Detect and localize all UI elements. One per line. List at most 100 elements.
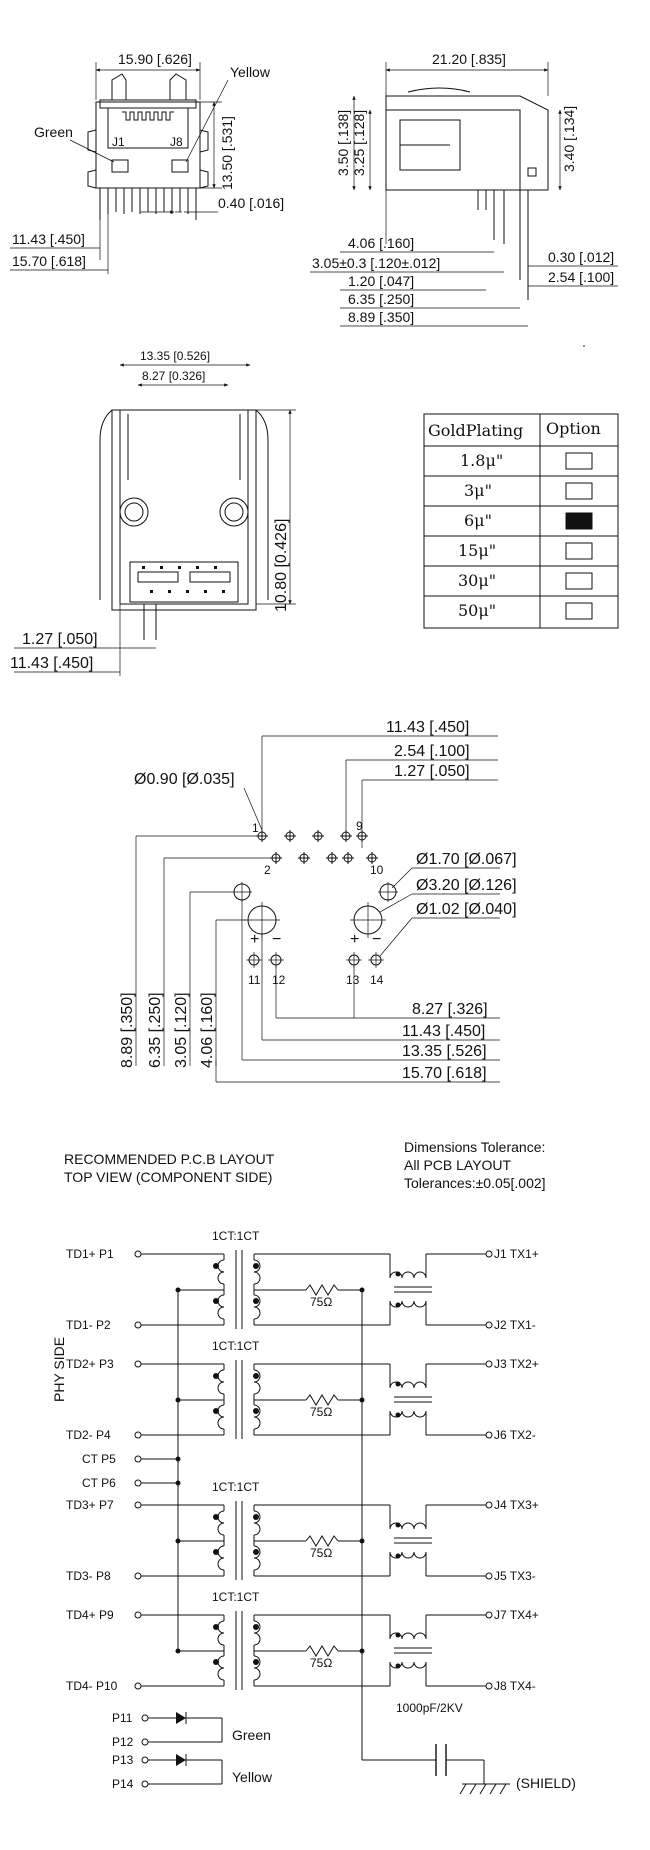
primary-coil <box>217 1510 225 1536</box>
j8-label: J8 <box>170 135 183 149</box>
option-checkbox-selected[interactable] <box>565 512 593 530</box>
polarity-dot <box>253 1549 259 1555</box>
tolerance-line2: All PCB LAYOUT <box>404 1157 512 1173</box>
resistor-label: 75Ω <box>310 1546 332 1560</box>
resistor-75-ohm <box>305 1645 339 1657</box>
left-pin-label: TD4+ P9 <box>66 1608 114 1622</box>
side-dim-340: 3.40 [.134] <box>561 106 577 172</box>
left-pin-label: TD2+ P3 <box>66 1357 114 1371</box>
bottom-dim-827: 8.27 [0.326] <box>142 369 205 383</box>
svg-text:−: − <box>272 931 281 948</box>
output-terminal <box>485 1250 493 1258</box>
pcb-hole-170: Ø1.70 [Ø.067] <box>416 851 517 868</box>
resistor-label: 75Ω <box>310 1295 332 1309</box>
front-dim-1143: 11.43 [.450] <box>12 231 85 247</box>
right-pin-label: J3 TX2+ <box>494 1357 539 1371</box>
pcb-hole-320: Ø3.20 [Ø.126] <box>416 877 517 894</box>
pin-label-11: 11 <box>248 973 261 987</box>
option-checkbox[interactable] <box>565 542 593 560</box>
polarity-dot <box>253 1408 259 1414</box>
plating-value: 30μ" <box>458 571 496 590</box>
secondary-coil <box>253 1369 261 1395</box>
option-checkbox[interactable] <box>565 572 593 590</box>
right-pin-label: J2 TX1- <box>494 1318 536 1332</box>
secondary-coil <box>253 1404 261 1430</box>
pin-label-1: 1 <box>252 821 259 835</box>
left-pin-label: TD2- P4 <box>66 1428 111 1442</box>
pin-label-14: 14 <box>370 973 384 987</box>
led-green-circuit <box>141 1712 223 1746</box>
plating-value: 1.8μ" <box>460 451 503 470</box>
side-dim-120: 1.20 [.047] <box>348 273 414 289</box>
option-checkbox[interactable] <box>565 602 593 620</box>
polarity-dot <box>395 1663 401 1669</box>
right-pin-label: J8 TX4- <box>494 1679 536 1693</box>
choke-coil <box>389 1271 427 1279</box>
input-terminal <box>134 1572 142 1580</box>
side-dim-254: 2.54 [.100] <box>548 269 614 285</box>
pcb-hole-102: Ø1.02 [Ø.040] <box>416 901 517 918</box>
input-terminal <box>134 1360 142 1368</box>
polarity-dot <box>395 1381 401 1387</box>
pcb-title-line2: TOP VIEW (COMPONENT SIDE) <box>64 1169 272 1185</box>
left-pin-label: TD1- P2 <box>66 1318 111 1332</box>
pcb-hdim-1143: 11.43 [.450] <box>402 1023 485 1040</box>
led-pin-label: P11 <box>112 1711 133 1725</box>
pcb-vdim-406: 4.06 [.160] <box>199 992 216 1068</box>
output-terminal <box>485 1431 493 1439</box>
led-pin-label: P13 <box>112 1753 134 1767</box>
table-header-plating: GoldPlating <box>428 421 523 440</box>
pcb-vdim-305: 3.05 [.120] <box>173 992 190 1068</box>
input-terminal <box>134 1501 142 1509</box>
svg-text:+: + <box>350 931 359 948</box>
pcb-dim-254: 2.54 [.100] <box>394 743 470 760</box>
pcb-dim-127: 1.27 [.050] <box>394 763 470 780</box>
option-checkbox[interactable] <box>565 482 593 500</box>
option-checkbox[interactable] <box>565 452 593 470</box>
polarity-dot <box>213 1298 219 1304</box>
input-terminal <box>134 1431 142 1439</box>
primary-coil <box>217 1369 225 1395</box>
pcb-hdim-1570: 15.70 [.618] <box>402 1065 487 1082</box>
table-header-option: Option <box>546 419 601 438</box>
output-terminal <box>485 1501 493 1509</box>
secondary-coil <box>253 1655 261 1681</box>
led-yellow-circuit <box>141 1754 223 1788</box>
polarity-dot <box>253 1624 259 1630</box>
secondary-coil <box>253 1545 261 1571</box>
side-view: 21.20 [.835] 3.50 [.138] 3.25 [.128] 3.4… <box>310 51 618 327</box>
side-dim-406: 4.06 [.160] <box>348 235 414 251</box>
right-pin-label: J7 TX4+ <box>494 1608 539 1622</box>
polarity-dot <box>253 1514 259 1520</box>
choke-coil <box>389 1300 427 1308</box>
polarity-dot <box>395 1553 401 1559</box>
plating-value: 3μ" <box>464 481 492 500</box>
resistor-label: 75Ω <box>310 1656 332 1670</box>
green-led-window <box>111 159 129 173</box>
polarity-dot <box>213 1514 219 1520</box>
output-terminal <box>485 1682 493 1690</box>
bottom-dim-1335: 13.35 [0.526] <box>140 349 210 363</box>
input-terminal <box>134 1682 142 1690</box>
green-label: Green <box>34 124 73 140</box>
bottom-dim-1080: 10.80 [0.426] <box>273 519 290 612</box>
pcb-vdim-889: 8.89 [.350] <box>119 992 136 1068</box>
pin-label-10: 10 <box>370 863 384 877</box>
led-pin-label: P14 <box>112 1777 134 1791</box>
pin-width-dim: 0.40 [.016] <box>218 195 284 211</box>
polarity-dot <box>213 1408 219 1414</box>
choke-coil <box>389 1410 427 1418</box>
left-pin-label: CT P6 <box>82 1476 116 1490</box>
led-pin-label: P12 <box>112 1735 134 1749</box>
ratio-label: 1CT:1CT <box>212 1229 260 1243</box>
left-pin-label: TD3- P8 <box>66 1569 111 1583</box>
yellow-label: Yellow <box>230 64 271 80</box>
polarity-dot <box>213 1263 219 1269</box>
polarity-dot <box>213 1659 219 1665</box>
side-length-dim: 21.20 [.835] <box>432 51 506 67</box>
polarity-dot <box>395 1522 401 1528</box>
choke-coil <box>389 1381 427 1389</box>
polarity-dot <box>253 1373 259 1379</box>
primary-coil <box>217 1259 225 1285</box>
